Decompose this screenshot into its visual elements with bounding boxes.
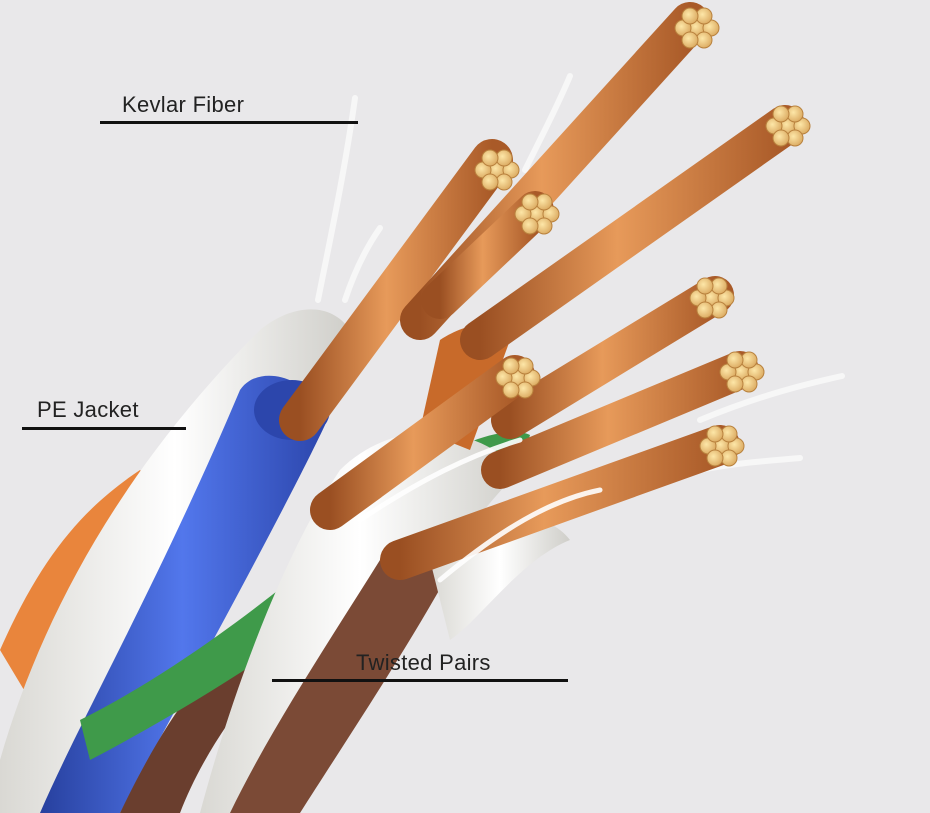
label-rule-pe-jacket <box>22 427 186 430</box>
conductor-tips <box>474 7 811 467</box>
label-rule-kevlar <box>100 121 358 124</box>
label-kevlar-fiber: Kevlar Fiber <box>122 92 245 117</box>
brown-pair-lower <box>120 630 280 813</box>
copper-conductors <box>279 2 805 580</box>
kevlar-fibers-front <box>357 437 603 583</box>
label-pe-jacket: PE Jacket <box>37 397 139 422</box>
label-twisted-pairs: Twisted Pairs <box>356 650 491 675</box>
label-rule-twisted-pairs <box>272 679 568 682</box>
